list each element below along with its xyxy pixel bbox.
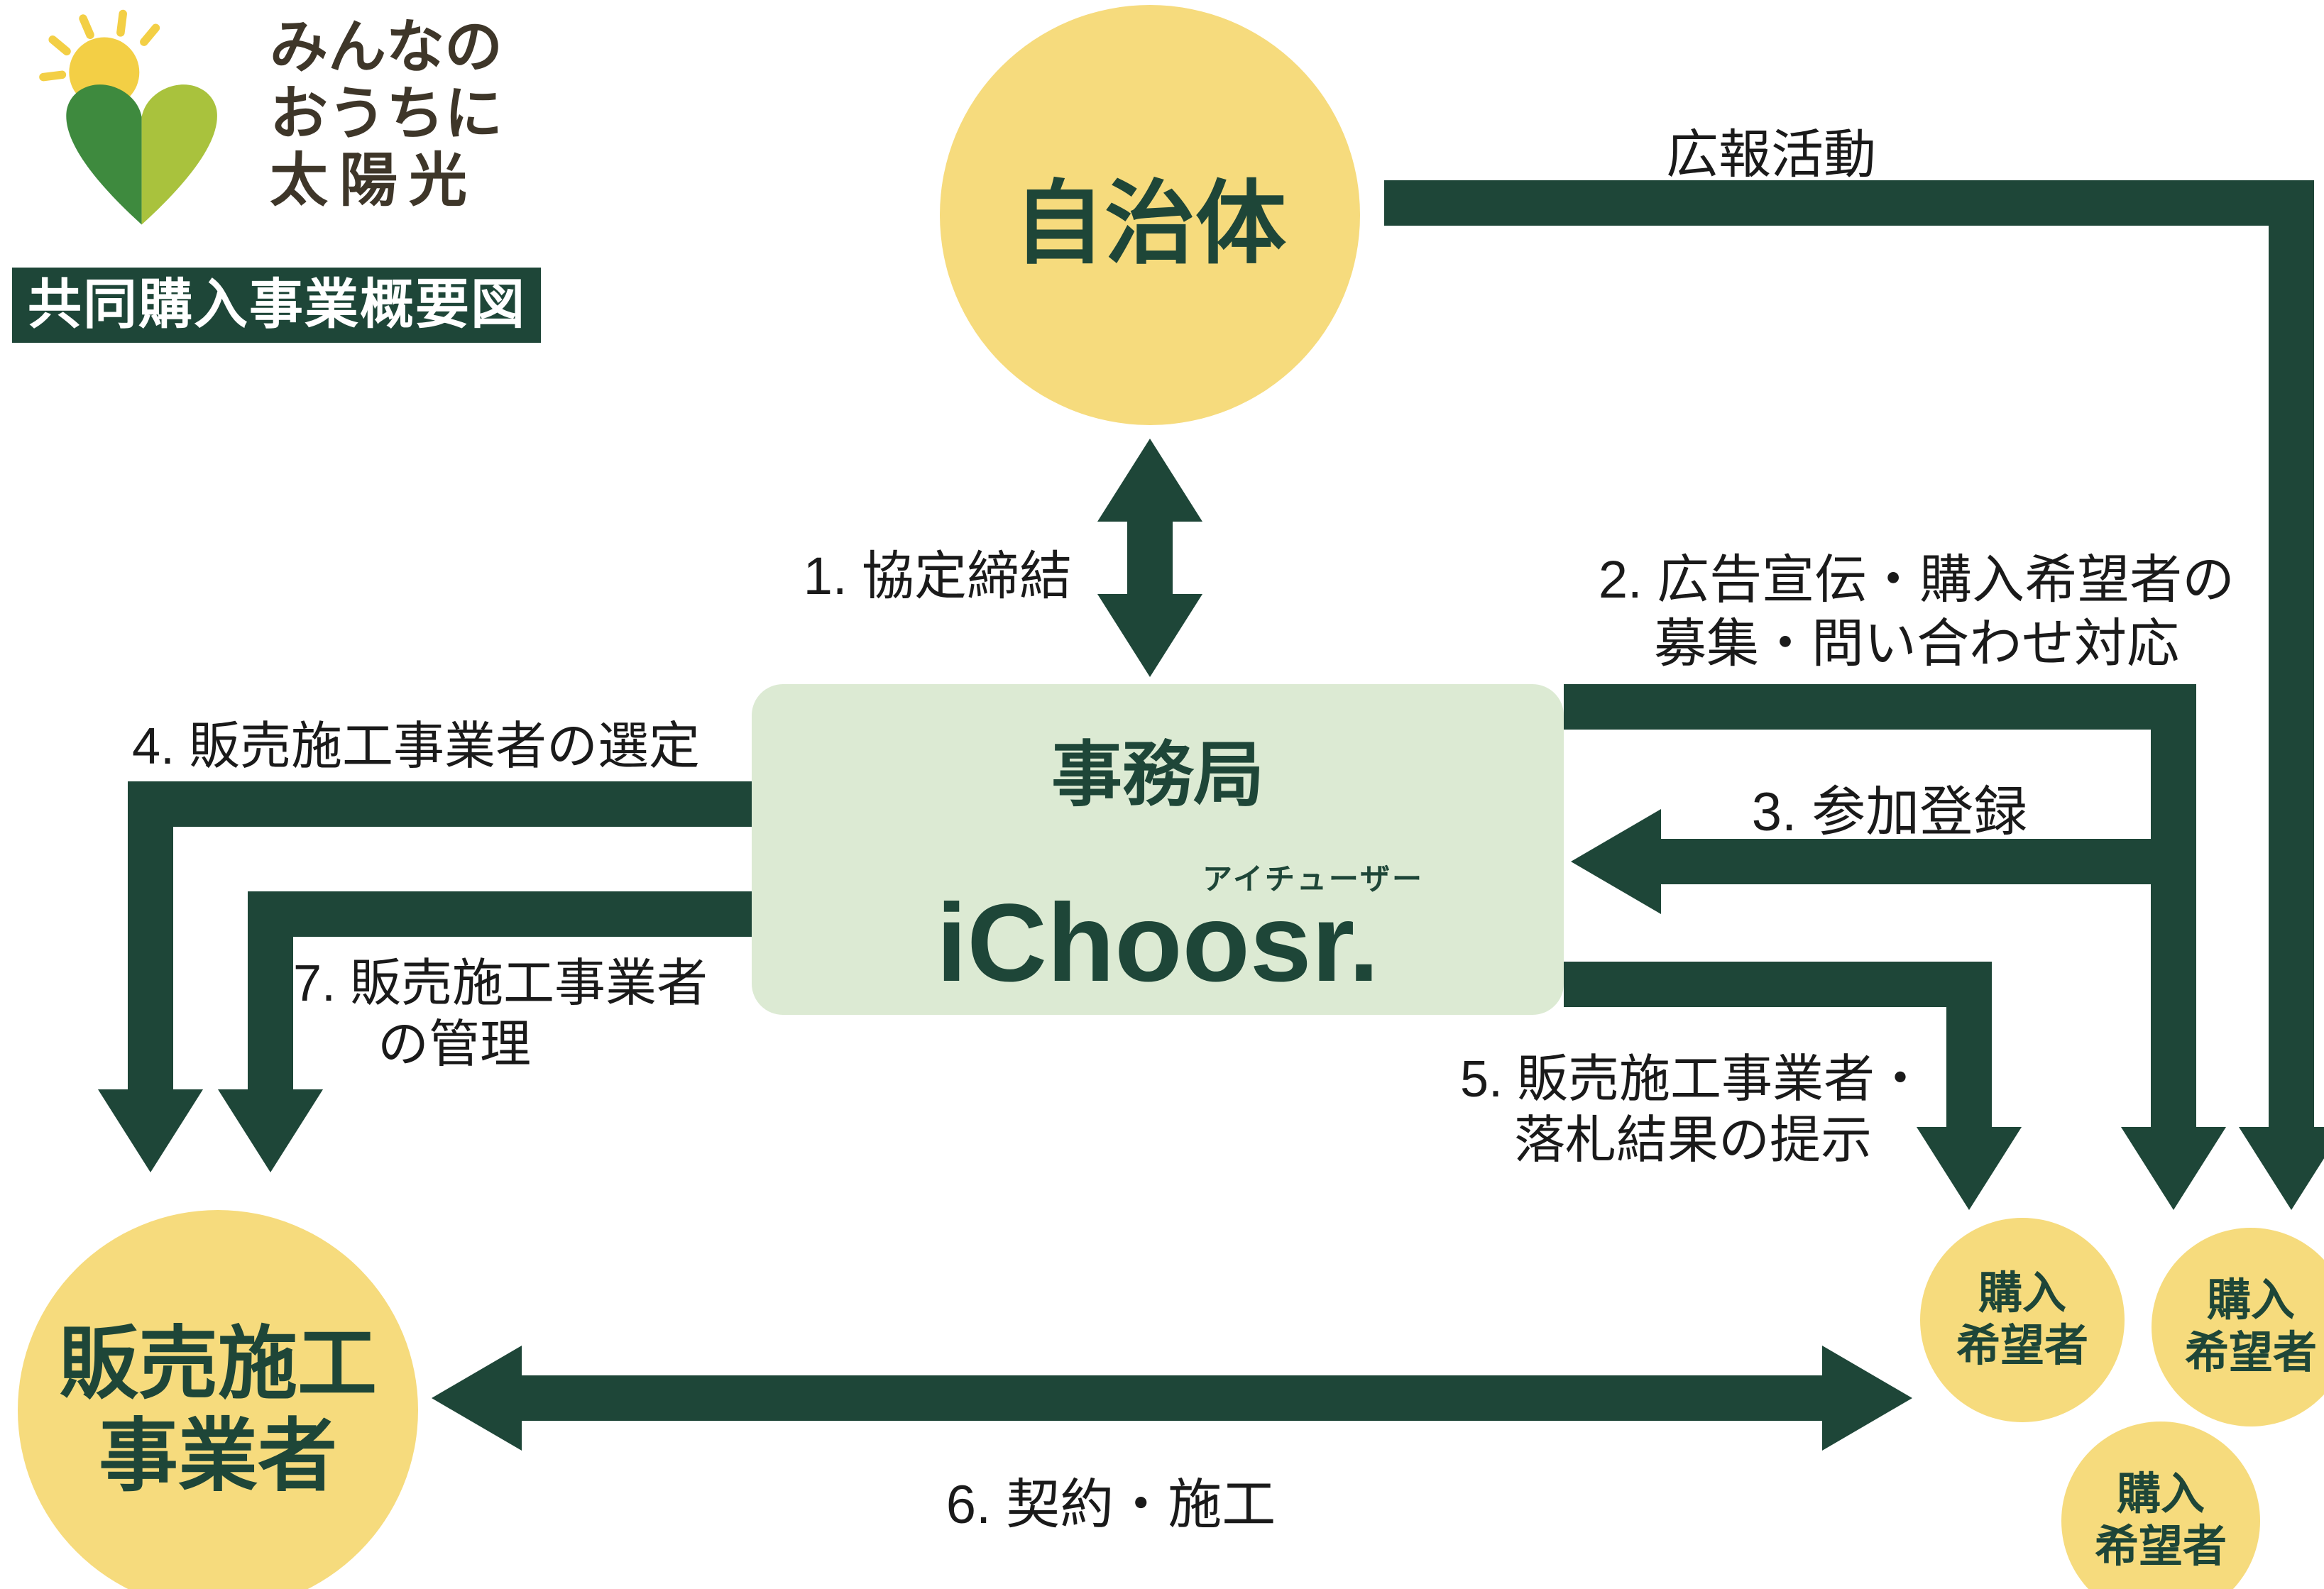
arrow-6-left-head-icon [432,1346,522,1451]
arrow-2-horizontal [1564,684,2196,730]
arrow-1-down-head-icon [1097,594,1202,677]
node-purchaser-label-line2: 希望者 [1956,1321,2088,1370]
node-municipality-label: 自治体 [1013,172,1286,275]
node-office-label: 事務局 [1051,735,1264,815]
arrow-pr-vertical [2269,180,2314,1127]
node-contractor: 販売施工 事業者 [18,1210,418,1589]
brand-logo-icon [39,9,217,225]
arrow-4-vertical [128,781,173,1089]
brand-logo-text-line: 太陽光 [270,148,479,213]
arrow-3-shaft [1661,839,2196,884]
label-step2-line1: 2. 広告宣伝・購入希望者の [1598,550,2235,609]
node-purchaser-3: 購入 希望者 [2061,1422,2260,1589]
node-contractor-label-line2: 事業者 [99,1412,337,1500]
node-contractor-label-line1: 販売施工 [59,1319,377,1408]
arrow-1-up-head-icon [1097,439,1202,522]
node-purchaser-1: 購入 希望者 [1920,1218,2125,1422]
node-office [752,684,1564,1015]
arrow-7-vertical [248,891,293,1089]
label-pr-activity: 広報活動 [1666,125,1876,184]
brand-logo-text-line: おうちに [270,82,503,146]
label-step3: 3. 参加登録 [1751,782,2028,842]
label-step6: 6. 契約・施工 [946,1475,1276,1535]
arrow-6-shaft [520,1375,1824,1421]
label-step5-line2: 落札結果の提示 [1513,1112,1872,1169]
office-brand-logo: iChoosr. [936,881,1380,1005]
diagram-title-badge: 共同購入事業概要図 [12,268,541,343]
arrow-1-shaft [1127,520,1173,595]
node-purchaser-label-line1: 購入 [2116,1470,2205,1519]
label-step7-line1: 7. 販売施工事業者 [293,955,708,1012]
label-step1: 1. 協定締結 [803,546,1072,605]
arrow-3-head-icon [1571,809,1661,914]
node-purchaser-2: 購入 希望者 [2152,1228,2324,1426]
arrow-2-head-icon [2121,1127,2226,1210]
label-step2: 2. 広告宣伝・購入希望者の 募集・問い合わせ対応 [1586,548,2247,676]
arrow-5-vertical [1946,962,1992,1127]
arrow-5-horizontal [1564,962,1992,1007]
arrow-2-vertical [2151,684,2196,1127]
node-purchaser-label-line2: 希望者 [2184,1329,2317,1378]
arrow-5-head-icon [1917,1127,2022,1210]
label-step2-line2: 募集・問い合わせ対応 [1654,614,2179,673]
arrow-4-horizontal [143,781,752,827]
node-purchaser-label-line2: 希望者 [2094,1522,2227,1571]
label-step4: 4. 販売施工事業者の選定 [132,718,701,775]
arrow-pr-horizontal [1384,180,2314,226]
label-step5-line1: 5. 販売施工事業者・ [1459,1051,1926,1108]
arrow-7-horizontal [256,891,752,937]
arrow-7-head-icon [218,1089,323,1172]
label-step7-line2: の管理 [378,1016,532,1073]
node-purchaser-label-line1: 購入 [2206,1276,2295,1325]
brand-logo-text-line: みんなの [270,15,503,79]
node-municipality: 自治体 [940,5,1360,425]
brand-logo-text: みんなの おうちに 太陽光 [270,14,503,214]
arrow-4-head-icon [98,1089,203,1172]
office-brand-ruby: アイチューザー [1202,862,1425,896]
arrow-pr-head-icon [2239,1127,2324,1210]
node-purchaser-label-line1: 購入 [1978,1269,2066,1318]
label-step5: 5. 販売施工事業者・ 落札結果の提示 [1441,1049,1945,1171]
arrow-6-right-head-icon [1822,1346,1912,1451]
